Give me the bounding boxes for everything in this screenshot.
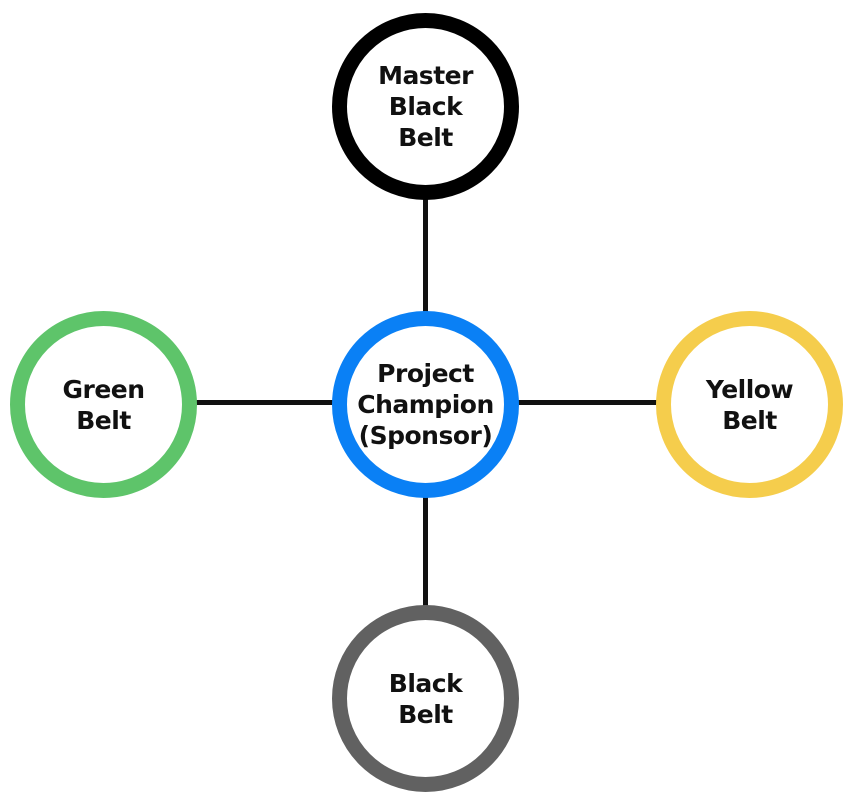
node-green-belt: Green Belt [10,311,197,498]
connector-center-to-green-belt [195,400,334,405]
node-label-green-belt: Green Belt [62,374,145,435]
connector-center-to-master-black-belt [423,198,428,314]
node-label-project-champion: Project Champion (Sponsor) [357,359,494,450]
node-project-champion: Project Champion (Sponsor) [332,311,519,498]
node-label-yellow-belt: Yellow Belt [705,374,794,435]
node-master-black-belt: Master Black Belt [332,13,519,200]
node-label-master-black-belt: Master Black Belt [378,61,473,152]
connector-center-to-black-belt [423,495,428,607]
node-yellow-belt: Yellow Belt [656,311,843,498]
node-black-belt: Black Belt [332,605,519,792]
connector-center-to-yellow-belt [517,400,658,405]
node-label-black-belt: Black Belt [388,668,463,729]
